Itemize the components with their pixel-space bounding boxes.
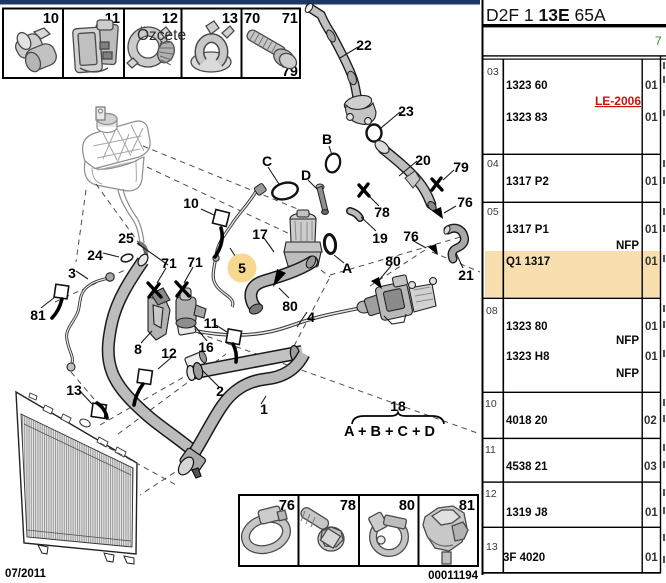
svg-text:5: 5 [238,260,246,276]
svg-text:1323 60: 1323 60 [506,80,548,92]
svg-text:21: 21 [458,267,474,283]
svg-text:8: 8 [134,341,142,357]
svg-text:2: 2 [216,383,224,399]
svg-text:25: 25 [118,230,134,246]
svg-text:02: 02 [644,415,657,427]
svg-text:NFP: NFP [616,368,639,380]
svg-text:NFP: NFP [616,335,639,347]
svg-text:A: A [342,260,352,276]
svg-text:11: 11 [204,315,219,331]
svg-text:01: 01 [645,176,658,188]
svg-text:4018 20: 4018 20 [506,415,548,427]
svg-text:76: 76 [457,194,473,210]
svg-text:1323 H8: 1323 H8 [506,351,550,363]
svg-text:19: 19 [372,230,388,246]
svg-text:03: 03 [487,66,499,78]
svg-text:Q1 1317: Q1 1317 [506,256,550,268]
svg-text:C: C [262,153,272,169]
svg-text:08: 08 [486,305,498,317]
svg-text:01: 01 [645,507,658,519]
svg-text:Özçete: Özçete [137,26,186,44]
svg-text:12: 12 [162,11,178,27]
svg-text:1317 P1: 1317 P1 [506,224,549,236]
svg-text:24: 24 [87,247,103,263]
svg-text:4538 21: 4538 21 [506,461,548,473]
svg-text:78: 78 [340,498,356,514]
svg-text:A + B + C + D: A + B + C + D [344,424,435,440]
svg-text:18: 18 [390,398,406,414]
svg-text:78: 78 [374,204,390,220]
svg-text:1323 80: 1323 80 [506,321,548,333]
svg-text:81: 81 [459,498,475,514]
svg-text:01: 01 [645,80,658,92]
svg-text:71: 71 [161,255,177,271]
svg-text:13: 13 [66,382,82,398]
svg-text:LE-2006: LE-2006 [595,94,641,108]
svg-text:81: 81 [30,307,46,323]
svg-text:D2F 1 13E 65A: D2F 1 13E 65A [486,5,606,25]
svg-text:20: 20 [415,152,431,168]
svg-text:79: 79 [453,159,469,175]
svg-text:D: D [301,167,311,183]
svg-text:12: 12 [485,488,497,500]
svg-text:01: 01 [645,256,658,268]
svg-text:01: 01 [645,552,658,564]
svg-text:07/2011: 07/2011 [5,568,47,580]
svg-text:03: 03 [644,461,657,473]
svg-text:10: 10 [485,398,497,410]
svg-text:B: B [322,131,332,147]
svg-text:16: 16 [198,339,214,355]
svg-text:71: 71 [282,11,298,27]
svg-text:04: 04 [487,158,499,170]
svg-text:7: 7 [655,34,662,48]
svg-text:4: 4 [307,309,315,325]
svg-text:13: 13 [486,541,498,553]
svg-text:01: 01 [645,224,658,236]
svg-text:1323 83: 1323 83 [506,112,548,124]
svg-text:01: 01 [645,351,658,363]
svg-text:10: 10 [43,11,59,27]
svg-text:05: 05 [487,206,499,218]
svg-text:71: 71 [187,254,203,270]
svg-text:01: 01 [645,112,658,124]
svg-text:1: 1 [260,401,268,417]
svg-text:23: 23 [398,103,414,119]
svg-text:01: 01 [645,321,658,333]
svg-text:80: 80 [282,298,298,314]
svg-text:1319 J8: 1319 J8 [506,507,548,519]
svg-text:70: 70 [244,11,260,27]
svg-text:22: 22 [356,37,372,53]
svg-text:3: 3 [68,265,76,281]
svg-text:76: 76 [279,498,295,514]
svg-text:76: 76 [403,228,419,244]
svg-text:12: 12 [161,345,177,361]
svg-text:3F 4020: 3F 4020 [503,552,545,564]
svg-text:1317 P2: 1317 P2 [506,176,549,188]
svg-text:11: 11 [485,444,496,456]
svg-text:80: 80 [385,253,401,269]
svg-text:80: 80 [399,498,415,514]
svg-text:00011194: 00011194 [428,570,479,582]
svg-text:10: 10 [183,195,199,211]
svg-text:NFP: NFP [616,240,639,252]
svg-text:13: 13 [222,11,238,27]
svg-text:17: 17 [252,226,268,242]
